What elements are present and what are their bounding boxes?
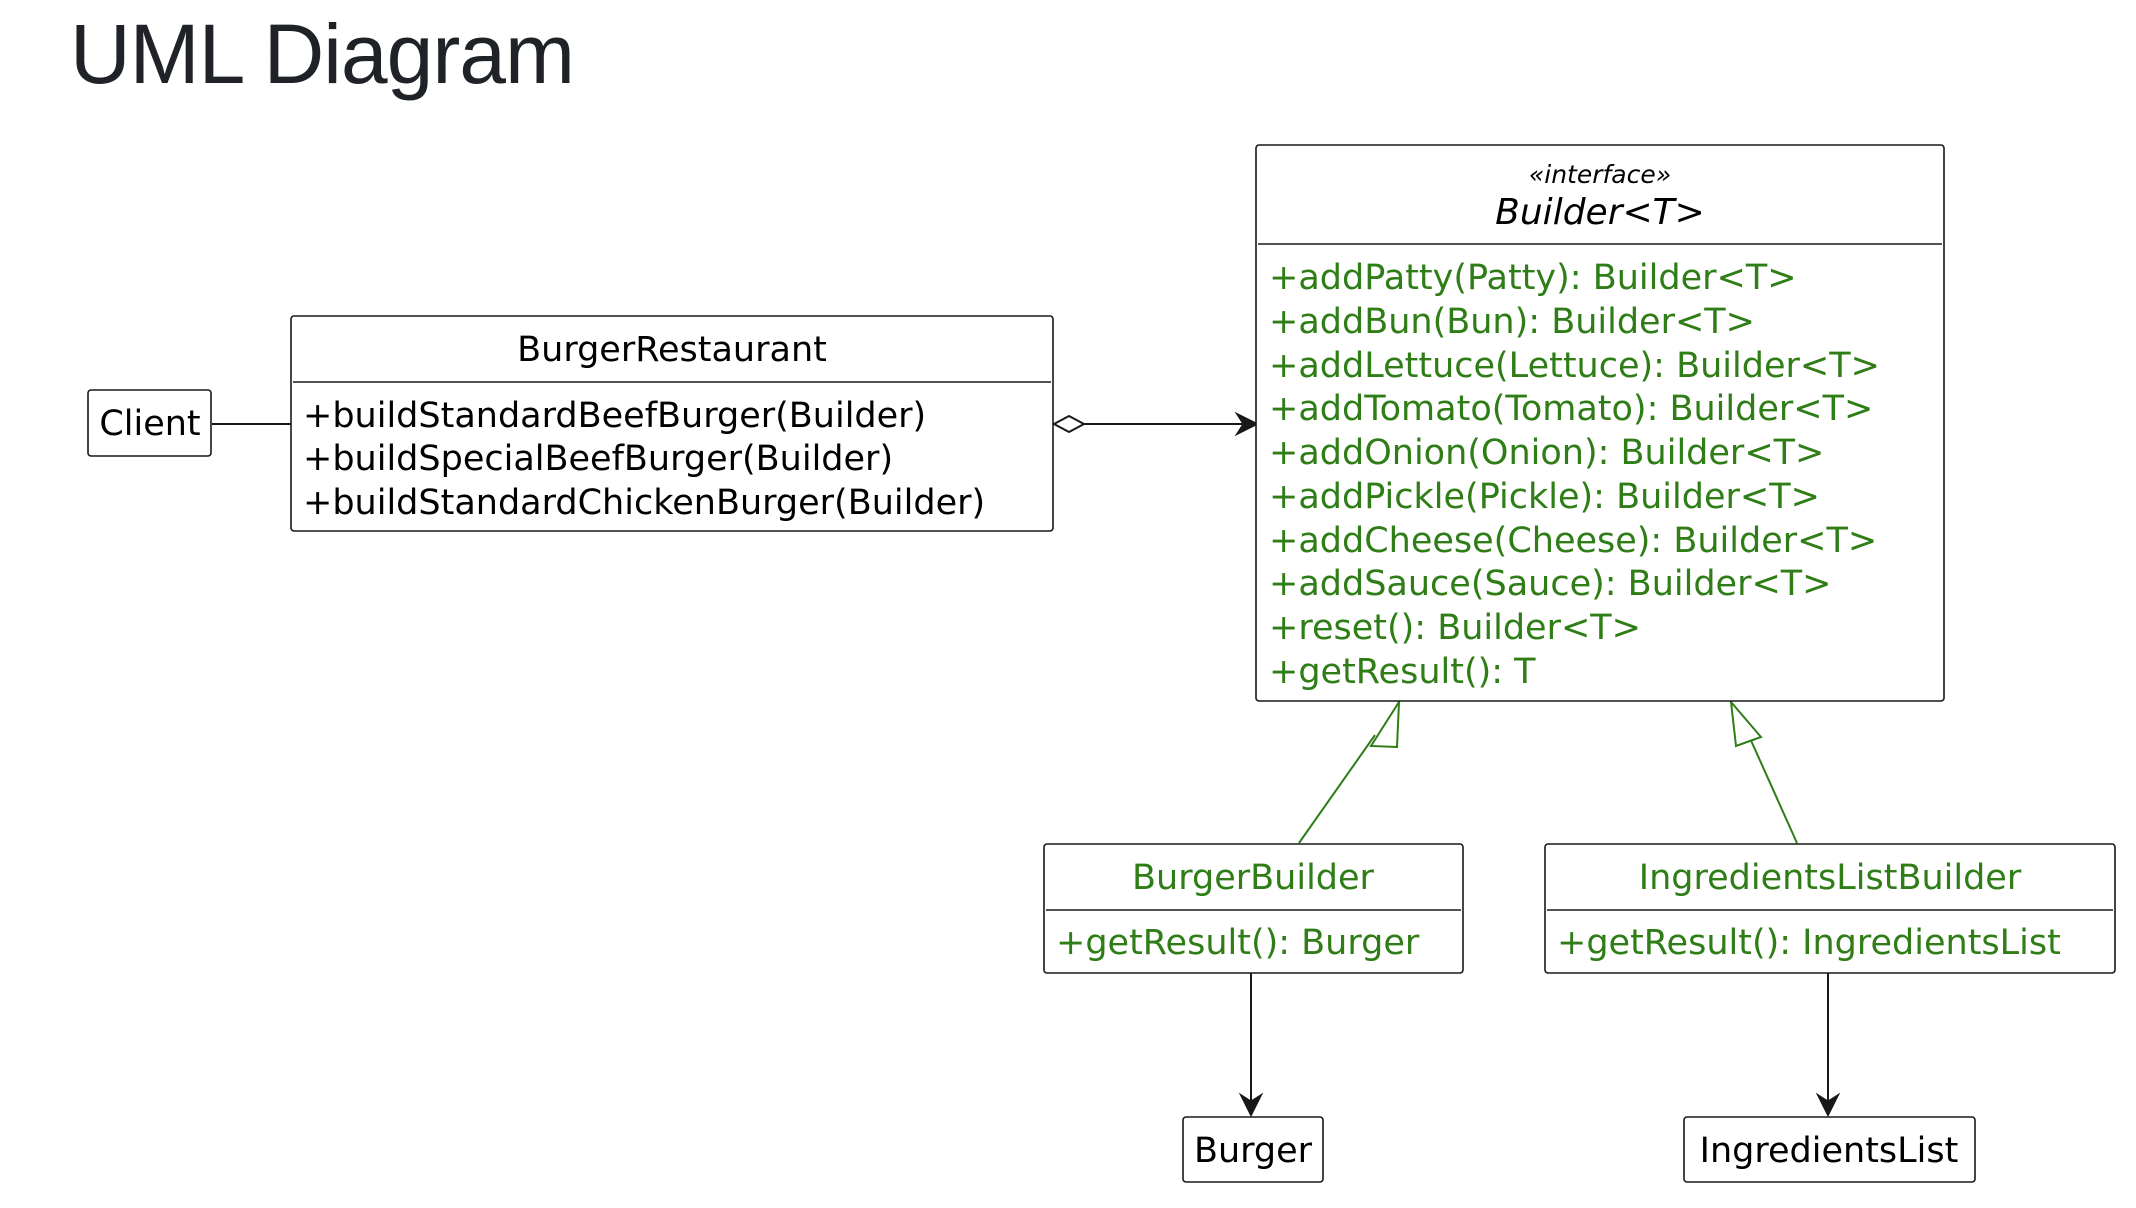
class-name: BurgerBuilder bbox=[1132, 858, 1375, 898]
class-burger: Burger bbox=[1182, 1116, 1324, 1183]
method: +getResult(): IngredientsList bbox=[1557, 923, 2061, 963]
method: +addTomato(Tomato): Builder<T> bbox=[1269, 389, 1873, 429]
method: +addLettuce(Lettuce): Builder<T> bbox=[1269, 346, 1880, 386]
class-name: Burger bbox=[1194, 1131, 1313, 1171]
method: +addSauce(Sauce): Builder<T> bbox=[1269, 564, 1832, 604]
class-ingredients-list: IngredientsList bbox=[1683, 1116, 1976, 1183]
ingredientslistbuilder-ingredientslist-dependency bbox=[1815, 973, 1841, 1118]
method: +buildStandardBeefBurger(Builder) bbox=[303, 396, 926, 436]
class-ingredients-list-builder: IngredientsListBuilder +getResult(): Ing… bbox=[1544, 843, 2116, 974]
class-name: IngredientsList bbox=[1700, 1131, 1959, 1171]
dependency-arrowhead-burger bbox=[1238, 1092, 1264, 1118]
realization-triangle-left bbox=[1369, 698, 1401, 749]
class-name: IngredientsListBuilder bbox=[1639, 858, 2022, 898]
method: +addOnion(Onion): Builder<T> bbox=[1269, 433, 1824, 473]
class-name: Client bbox=[99, 404, 200, 444]
relationships bbox=[212, 411, 1841, 1118]
stereotype-label: «interface» bbox=[1529, 160, 1671, 189]
aggregation-diamond bbox=[1051, 414, 1087, 434]
method: +addPatty(Patty): Builder<T> bbox=[1269, 258, 1797, 298]
method: +getResult(): Burger bbox=[1056, 923, 1420, 963]
dependency-arrowhead-ingredientslist bbox=[1815, 1092, 1841, 1118]
class-name: BurgerRestaurant bbox=[517, 330, 827, 370]
class-burger-builder: BurgerBuilder +getResult(): Burger bbox=[1043, 843, 1464, 974]
burgerbuilder-realization bbox=[1298, 698, 1401, 844]
method: +addBun(Bun): Builder<T> bbox=[1269, 302, 1755, 342]
class-client: Client bbox=[87, 389, 212, 457]
method: +buildSpecialBeefBurger(Builder) bbox=[303, 439, 893, 479]
aggregation-arrowhead bbox=[1234, 411, 1260, 437]
method: +getResult(): T bbox=[1269, 652, 1536, 692]
class-burger-restaurant: BurgerRestaurant +buildStandardBeefBurge… bbox=[290, 315, 1054, 532]
burgerbuilder-burger-dependency bbox=[1238, 973, 1264, 1118]
method: +reset(): Builder<T> bbox=[1269, 608, 1641, 648]
page-title: UML Diagram bbox=[70, 7, 575, 101]
realization-triangle-right bbox=[1729, 698, 1763, 748]
method: +buildStandardChickenBurger(Builder) bbox=[303, 483, 985, 523]
interface-builder: «interface» Builder<T> +addPatty(Patty):… bbox=[1255, 144, 1945, 702]
method: +addPickle(Pickle): Builder<T> bbox=[1269, 477, 1820, 517]
restaurant-builder-aggregation bbox=[1051, 411, 1260, 437]
method: +addCheese(Cheese): Builder<T> bbox=[1269, 521, 1877, 561]
ingredientslistbuilder-realization bbox=[1729, 698, 1798, 844]
interface-name: Builder<T> bbox=[1495, 192, 1705, 233]
